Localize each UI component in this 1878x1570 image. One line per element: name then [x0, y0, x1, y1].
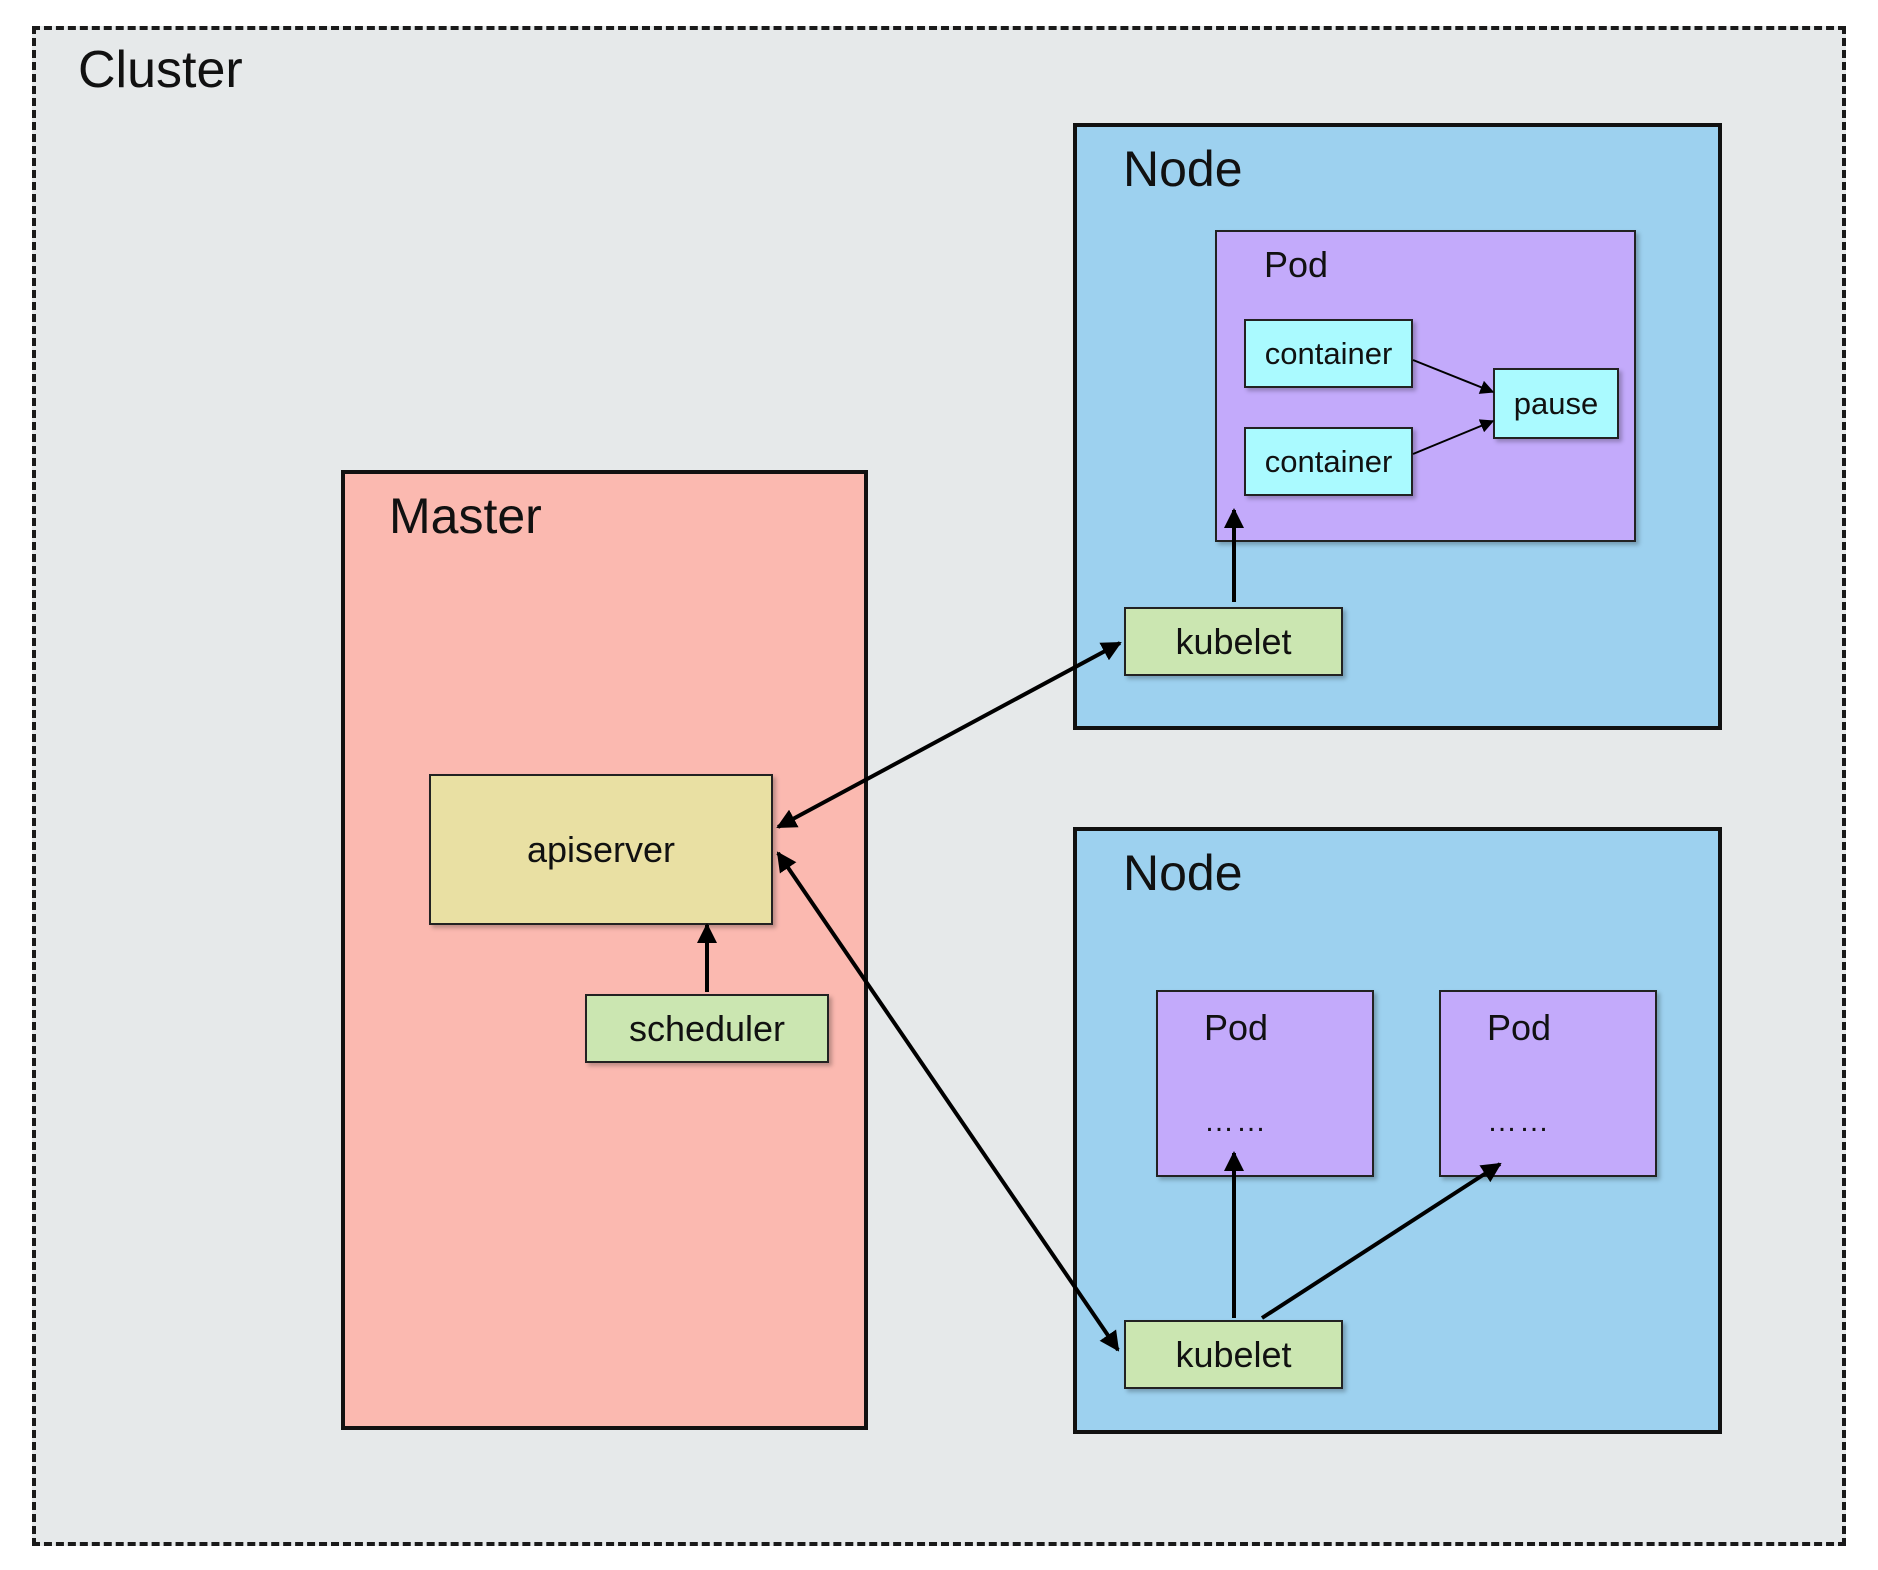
- container-box-2: container: [1244, 427, 1413, 496]
- node-bottom-pod-2-content: ……: [1487, 1105, 1551, 1138]
- node-bottom-pod-2-box: [1439, 990, 1657, 1177]
- cluster-title: Cluster: [78, 41, 243, 99]
- node-bottom-pod-1-title: Pod: [1204, 1007, 1269, 1048]
- kubelet-top-box: kubelet: [1124, 607, 1343, 676]
- kubelet-bottom-box: kubelet: [1124, 1320, 1343, 1389]
- master-box: [341, 470, 868, 1430]
- master-title: Master: [389, 488, 542, 544]
- container-box-1: container: [1244, 319, 1413, 388]
- node-bottom-title: Node: [1123, 845, 1243, 901]
- node-bottom-pod-1-box: [1156, 990, 1374, 1177]
- pause-container-box: pause: [1493, 368, 1619, 439]
- node-bottom-pod-2-title: Pod: [1487, 1007, 1552, 1048]
- node-bottom-pod-1-content: ……: [1204, 1105, 1268, 1138]
- scheduler-box: scheduler: [585, 994, 829, 1063]
- node-top-title: Node: [1123, 141, 1243, 197]
- node-top-pod-title: Pod: [1264, 244, 1329, 285]
- apiserver-box: apiserver: [429, 774, 773, 925]
